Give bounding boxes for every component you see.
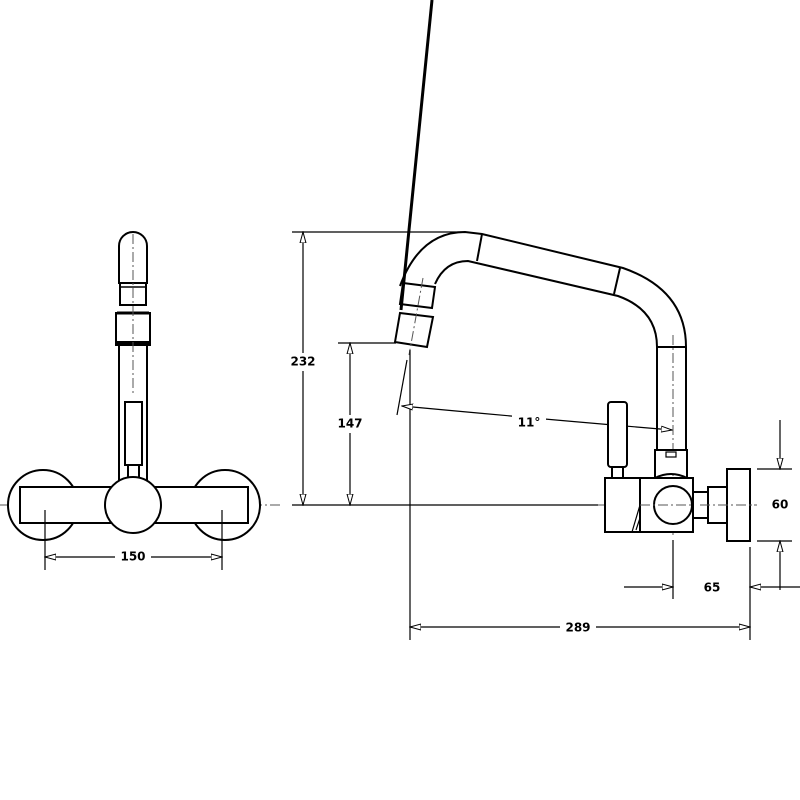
front-lever-handle: [124, 401, 143, 466]
front-view: 150: [0, 231, 280, 570]
aerator-ring: [398, 281, 437, 310]
spout-inner-edge: [434, 259, 658, 451]
dimension-label-width: 150: [120, 550, 145, 564]
dimension-label-spout-height: 147: [337, 417, 362, 431]
spout-coupling: [654, 449, 688, 480]
aerator-nozzle: [393, 311, 435, 349]
dimension-label-reach: 289: [565, 621, 590, 635]
front-mixer-knob: [104, 476, 162, 534]
dimension-label-total-height: 232: [290, 355, 315, 369]
dimension-label-flange-diameter: 60: [772, 498, 789, 512]
spout-outer-edge: [399, 230, 687, 451]
dimension-label-wall-offset: 65: [704, 581, 721, 595]
lever-handle: [607, 401, 628, 468]
side-view: 232 147 11°: [287, 0, 800, 640]
dimension-label-swivel-angle: 11°: [518, 416, 541, 430]
